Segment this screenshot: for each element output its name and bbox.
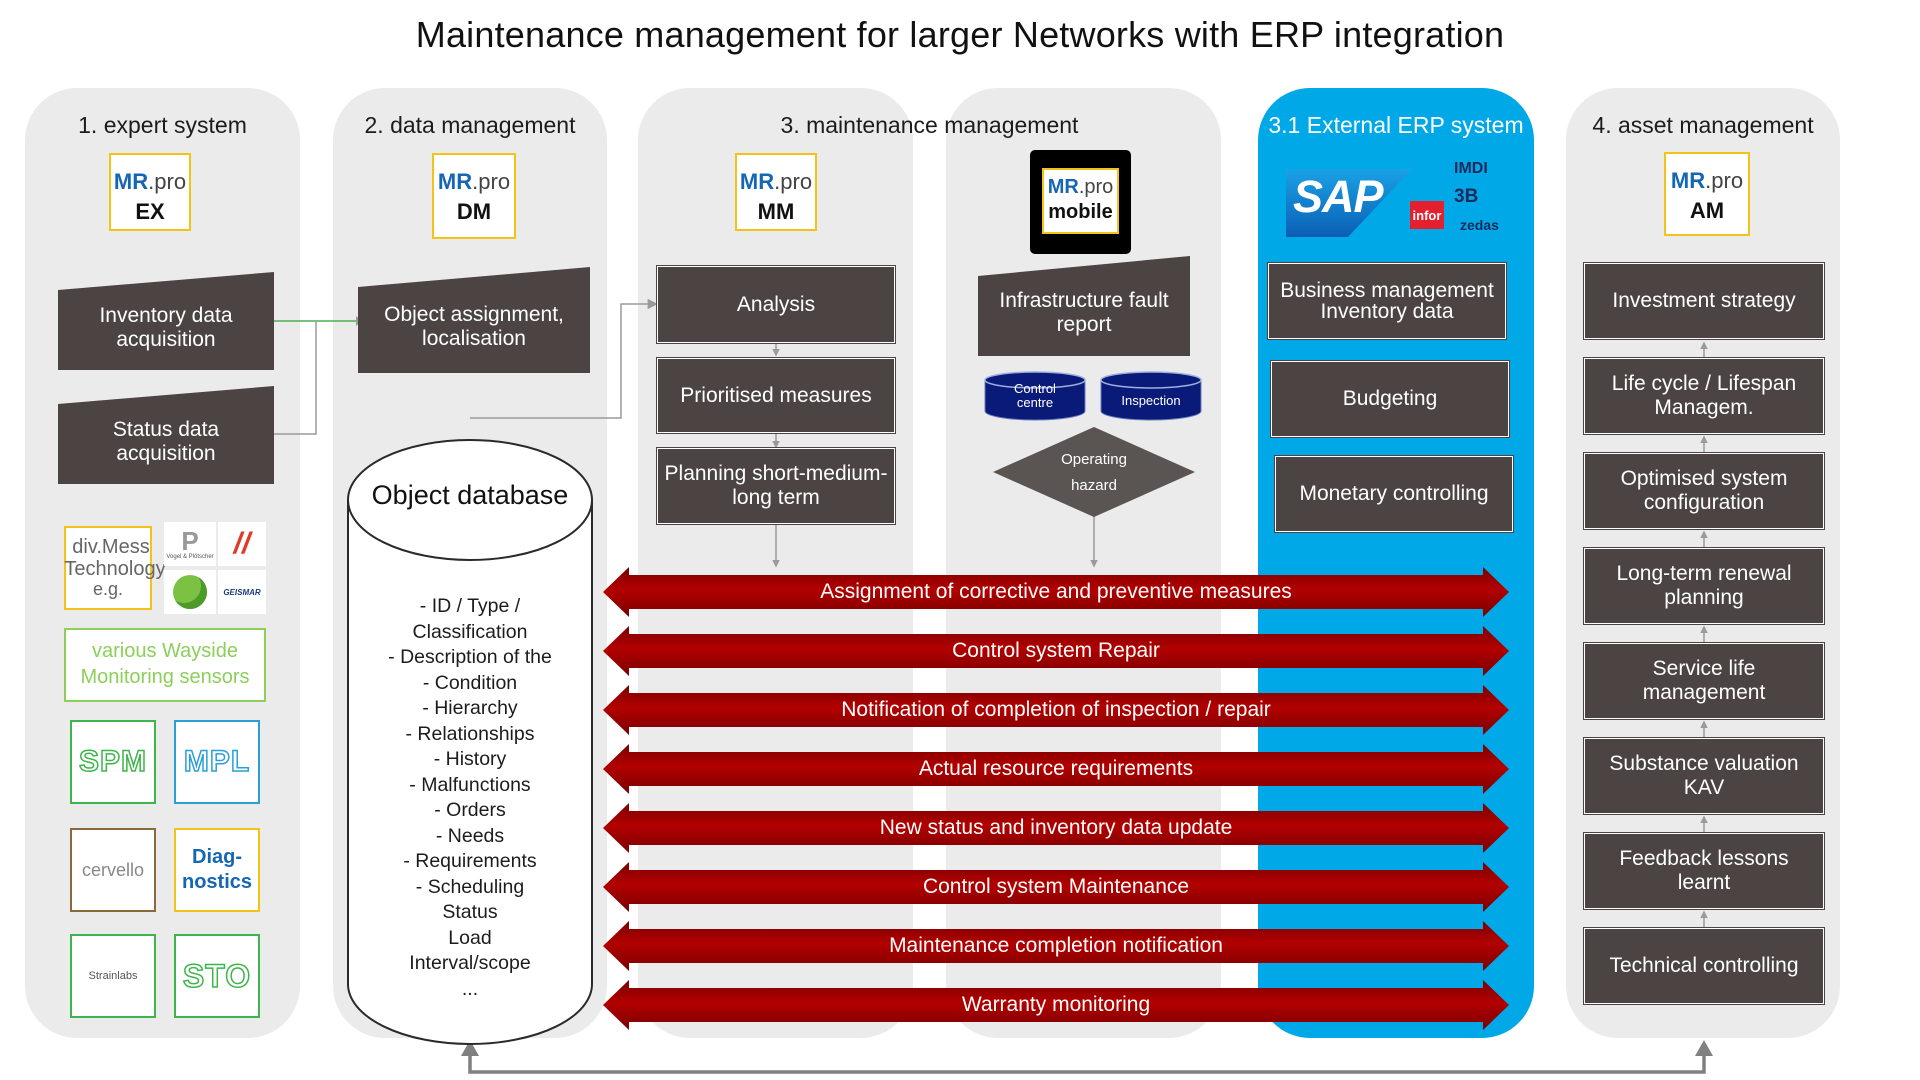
banner-label: Control system Maintenance [922, 875, 1190, 898]
vendor-slash-logo: // [218, 522, 266, 566]
box-budgeting: Budgeting [1270, 360, 1510, 438]
db-control-centre: Control centre [984, 371, 1086, 421]
database-item: - Malfunctions [409, 773, 531, 796]
banner-arrow: New status and inventory data update [603, 803, 1509, 853]
logo-mrpro-mm: MR.pro MM [735, 153, 817, 231]
column-title: 1. expert system [78, 112, 247, 138]
box-planning: Planning short-medium- long term [656, 447, 896, 525]
vendor-div-mess: div.Mess Technology e.g. [64, 526, 166, 610]
banner-label: Maintenance completion notification [889, 934, 1223, 957]
sap-logo: SAP [1286, 169, 1412, 237]
banner-label: Control system Repair [952, 639, 1160, 662]
column-title: 3.1 External ERP system [1268, 112, 1524, 138]
box-technical-controlling: Technical controlling [1583, 927, 1825, 1005]
logo-mrpro-am: MR.pro AM [1664, 152, 1750, 236]
vendor-diagnostics: Diag- nostics [174, 828, 260, 912]
box-object-assignment: Object assignment, localisation [384, 303, 564, 350]
box-long-term-renewal: Long-term renewal planning [1583, 547, 1825, 625]
logo-mrpro-mobile: MR.pro mobile [1030, 150, 1131, 254]
database-item: - History [433, 748, 507, 770]
vendor-wayside-sensors: various Wayside Monitoring sensors [64, 628, 266, 702]
banner-label: Notification of completion of inspection… [841, 698, 1271, 721]
database-item: Interval/scope [409, 952, 531, 974]
box-optimised-configuration: Optimised system configuration [1583, 452, 1825, 530]
database-item: - Hierarchy [422, 697, 518, 719]
green-circle-icon [173, 575, 207, 609]
inventory-box-shape [58, 272, 274, 370]
imdi-logo: IMDI [1454, 160, 1488, 177]
threeb-logo: 3B [1454, 186, 1479, 207]
box-substance-valuation: Substance valuation KAV [1583, 737, 1825, 815]
banner-label: Actual resource requirements [918, 757, 1194, 780]
vendor-strainlabs: Strainlabs [70, 934, 156, 1018]
banner-arrow: Assignment of corrective and preventive … [603, 567, 1509, 617]
banner-label: Assignment of corrective and preventive … [820, 580, 1292, 603]
database-item: Classification [412, 620, 528, 643]
database-item: - Orders [434, 799, 506, 821]
database-item: - Condition [422, 671, 518, 694]
database-item: - ID / Type / [419, 595, 521, 617]
box-investment-strategy: Investment strategy [1583, 262, 1825, 340]
database-item: - Relationships [405, 722, 535, 745]
object-database-items: - ID / Type / Classification - Description… [350, 594, 590, 1002]
database-item: Status [442, 901, 498, 923]
column-title-maintenance: 3. maintenance management [780, 112, 1079, 138]
box-infrastructure-fault-report: Infrastructure fault report [999, 289, 1169, 336]
database-item: - Requirements [403, 850, 537, 872]
box-analysis: Analysis [656, 265, 896, 344]
banner-arrow: Maintenance completion notification [603, 921, 1509, 971]
object-database-title: Object database [371, 480, 569, 510]
red-slash-icon: // [233, 527, 251, 560]
zedas-logo: zedas [1460, 217, 1499, 233]
object-database-cylinder [347, 439, 593, 1045]
vendor-mpl: MPL [174, 720, 260, 804]
operating-hazard-diamond [993, 427, 1195, 517]
status-box-shape [58, 386, 274, 484]
banner-arrow: Control system Maintenance [603, 862, 1509, 912]
database-item: - Description of the [388, 646, 552, 668]
feedback-loop-line [468, 1052, 1706, 1074]
logo-mrpro-ex: MR.pro EX [109, 153, 191, 231]
box-feedback-lessons: Feedback lessons learnt [1583, 832, 1825, 910]
box-prioritised-measures: Prioritised measures [656, 357, 896, 434]
infrastructure-box-shape [978, 256, 1190, 356]
banner-label: Warranty monitoring [961, 993, 1151, 1016]
page-title: Maintenance management for larger Networ… [415, 14, 1505, 55]
db-inspection: Inspection [1100, 371, 1202, 421]
box-monetary-controlling: Monetary controlling [1274, 455, 1514, 533]
vendor-spm: SPM [70, 720, 156, 804]
banner-arrow: Notification of completion of inspection… [603, 685, 1509, 735]
vendor-green-circle-logo [164, 570, 216, 614]
box-status-data-acquisition: Status data acquisition [112, 418, 220, 465]
infor-logo: infor [1410, 201, 1444, 229]
vendor-sto: STO [174, 934, 260, 1018]
operating-hazard-label: Operating hazard [1061, 451, 1127, 494]
vendor-vogel-logo: P Vogel & Plötscher [164, 522, 216, 566]
vendor-geismar-logo: GEISMAR [218, 570, 266, 614]
logo-mrpro-dm: MR.pro DM [432, 153, 516, 239]
vogel-icon: P [181, 526, 199, 556]
database-item: - Needs [435, 824, 505, 847]
column-title: 2. data management [364, 112, 576, 138]
box-service-life: Service life management [1583, 642, 1825, 720]
vendor-cervello: cervello [70, 828, 156, 912]
banner-label: New status and inventory data update [879, 816, 1233, 839]
database-item: - Scheduling [415, 875, 525, 898]
banner-arrow: Actual resource requirements [603, 744, 1509, 794]
banner-arrow: Control system Repair [603, 626, 1509, 676]
column-title: 4. asset management [1592, 112, 1814, 138]
database-item: Load [448, 926, 492, 949]
database-item: ... [461, 977, 479, 1000]
box-life-cycle: Life cycle / Lifespan Managem. [1583, 357, 1825, 435]
banner-arrow: Warranty monitoring [603, 980, 1509, 1030]
box-inventory-data-acquisition: Inventory data acquisition [99, 304, 233, 351]
box-business-management: Business management Inventory data [1267, 262, 1507, 340]
